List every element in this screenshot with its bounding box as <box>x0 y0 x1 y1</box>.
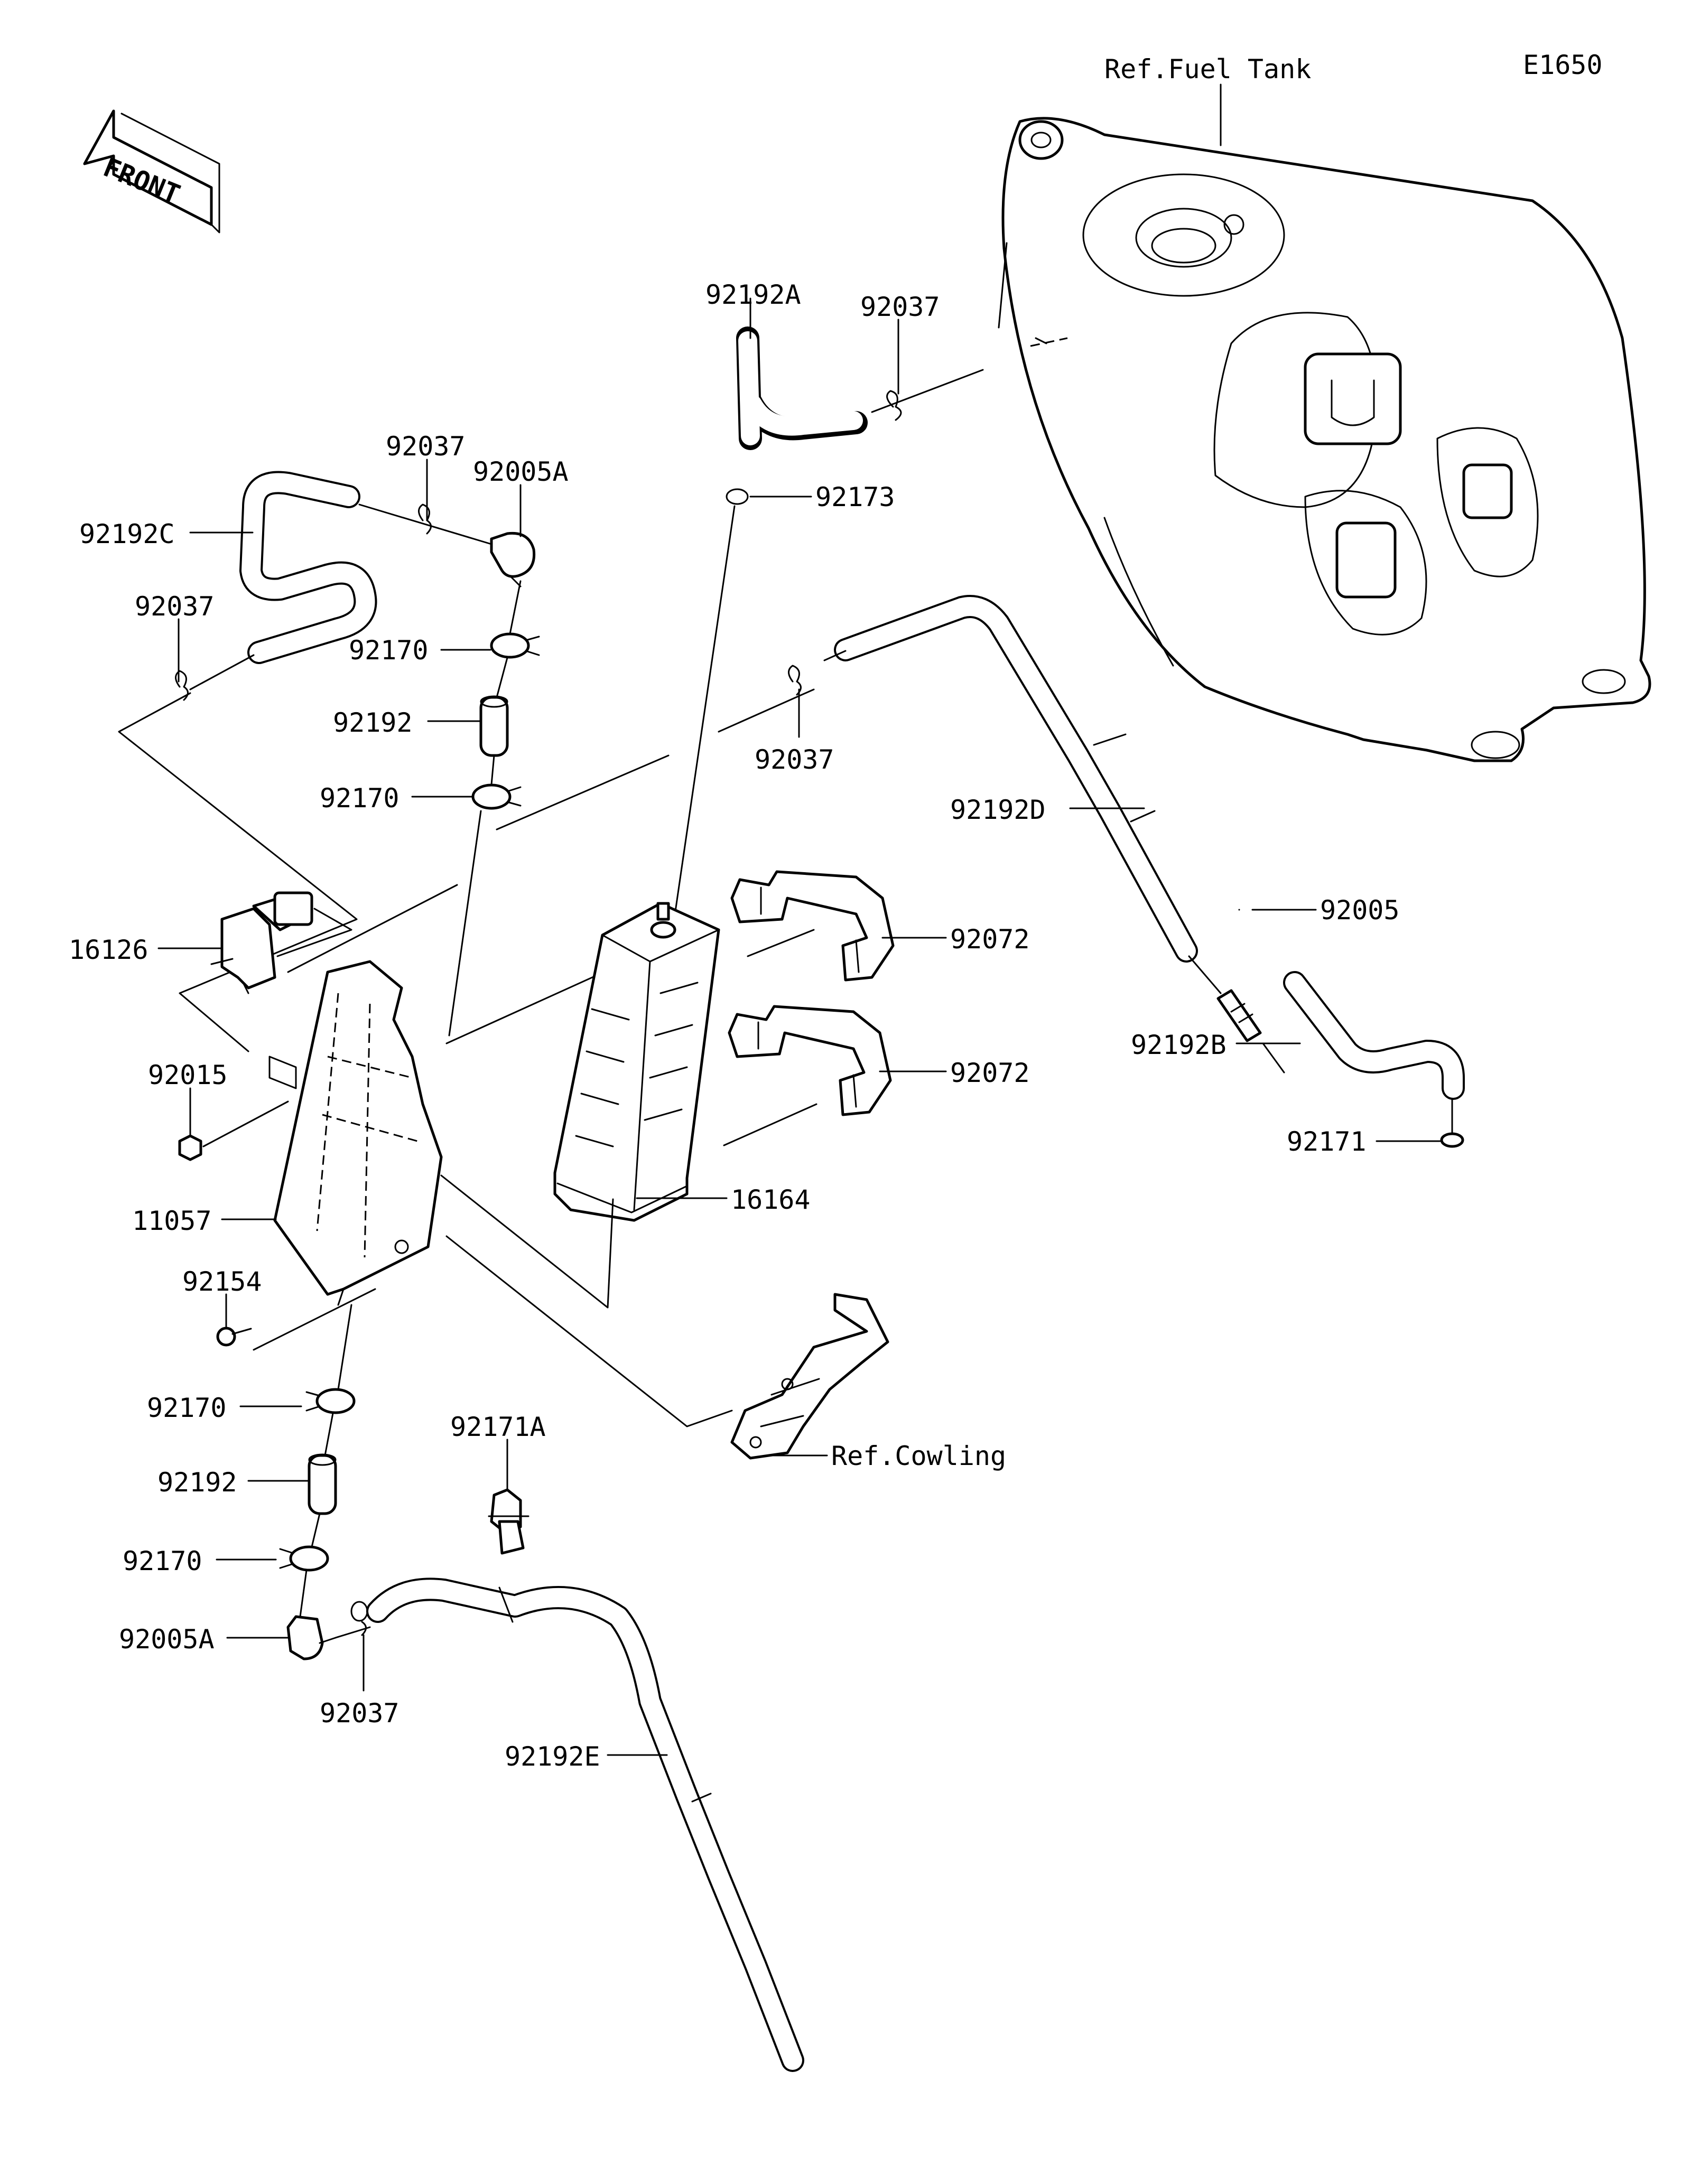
connect-line-92037-92005A <box>358 503 493 545</box>
clip-92037-left-icon <box>175 670 189 701</box>
bracket-92072-lower <box>728 1005 892 1116</box>
connect-line-valve-right <box>276 908 352 957</box>
guide-line-92037-mid <box>718 688 815 733</box>
valve-16126 <box>210 891 313 994</box>
clip-92171-icon <box>1440 1132 1464 1148</box>
clip-92037-upper-left-icon <box>418 503 432 535</box>
clip-92037-top-icon <box>886 390 902 421</box>
hose-92192D <box>834 595 1198 963</box>
connect-line-92170c-92192 <box>324 1412 334 1457</box>
callout-92015: 92015 <box>148 1060 228 1090</box>
guide-line-upper-c <box>445 966 617 1044</box>
connect-line-92015-bracket <box>202 1100 289 1147</box>
callout-92005: 92005 <box>1320 895 1400 926</box>
clamp-92170-c-icon <box>305 1388 356 1414</box>
callout-92005A-upper: 92005A <box>473 456 569 487</box>
callout-11057: 11057 <box>132 1206 212 1236</box>
clip-92037-mid-icon <box>788 665 802 696</box>
callout-92037-top: 92037 <box>860 292 940 322</box>
bracket-92072-upper <box>730 870 895 982</box>
cowling-bracket-outline <box>730 1293 889 1460</box>
front-arrow-icon: FRONT <box>83 109 220 234</box>
callout-92037-mid: 92037 <box>755 744 834 775</box>
nut-92015-icon <box>178 1134 202 1161</box>
connect-line-frame-left <box>118 692 358 1052</box>
connect-line-hose-clip-left <box>189 654 255 690</box>
callout-92171: 92171 <box>1287 1126 1367 1157</box>
callout-92192B: 92192B <box>1131 1030 1227 1060</box>
connect-line-92005A-92170 <box>509 580 522 635</box>
bracket-11057 <box>268 960 443 1306</box>
connect-line-92170-92192 <box>496 657 508 698</box>
fuel-tank-outline <box>998 117 1651 762</box>
callout-16164: 16164 <box>731 1184 811 1215</box>
callout-92170-b: 92170 <box>320 783 399 814</box>
guide-line-92072-a <box>747 929 815 957</box>
ref-fuel-tank-label: Ref.Fuel Tank <box>1104 54 1311 85</box>
callout-16126: 16126 <box>69 935 148 965</box>
connect-line-92005-92192B <box>1262 1042 1285 1074</box>
connect-line-92173-canister <box>674 505 736 912</box>
hose-92192A <box>736 326 868 450</box>
fitting-92005A-lower <box>286 1615 337 1660</box>
callout-92192D: 92192D <box>950 795 1046 825</box>
callout-92170-d: 92170 <box>123 1546 202 1576</box>
guide-line-92072-b <box>723 1103 817 1146</box>
callout-92171A: 92171A <box>450 1412 546 1442</box>
callout-92037-bottom: 92037 <box>320 1698 399 1729</box>
connect-line-92170d-92005A <box>299 1569 308 1618</box>
hose-92192-lower <box>308 1453 337 1515</box>
hose-92192E <box>366 1578 804 2072</box>
guide-line-upper-b <box>287 884 458 973</box>
callout-92072-b: 92072 <box>950 1058 1030 1088</box>
fitting-92005A-upper <box>490 531 536 587</box>
figure-code: E1650 <box>1523 50 1603 80</box>
guide-line-upper-a <box>496 754 670 830</box>
clamp-92170-d-icon <box>279 1545 329 1572</box>
callout-92170-a: 92170 <box>349 635 429 666</box>
callout-92192-lower: 92192 <box>157 1467 237 1498</box>
ref-cowling-label: Ref.Cowling <box>831 1441 1006 1471</box>
canister-16164 <box>553 902 720 1222</box>
connect-line-92037-92192D <box>823 650 847 661</box>
connect-line-bracket-92170c <box>337 1304 352 1390</box>
clamp-92170-a-icon <box>490 632 540 659</box>
tank-fitting-dashed <box>1030 337 1068 347</box>
callout-92192-upper: 92192 <box>333 707 413 738</box>
callout-92072-a: 92072 <box>950 924 1030 955</box>
connect-line-92192D-92005 <box>1188 955 1222 994</box>
connect-line-92192-92170b <box>490 754 495 786</box>
hose-92192B <box>1283 971 1465 1100</box>
callout-92173: 92173 <box>815 482 895 512</box>
connect-line-92192-92170d <box>311 1513 321 1548</box>
callout-92037-left: 92037 <box>135 591 215 622</box>
callout-92154: 92154 <box>182 1266 262 1297</box>
hose-92192-upper <box>479 695 509 757</box>
clip-92171A-icon <box>488 1488 529 1555</box>
connect-line-92154-bracket <box>253 1288 376 1351</box>
connect-line-cowling <box>445 1235 733 1427</box>
callout-92192A: 92192A <box>705 279 801 310</box>
callout-92005A-lower: 92005A <box>119 1624 215 1655</box>
connect-line-92005A-92037 <box>335 1626 371 1639</box>
callout-92192C: 92192C <box>79 519 175 549</box>
callout-92170-c: 92170 <box>147 1393 227 1423</box>
fitting-92005 <box>1216 989 1262 1042</box>
connect-line-92170b-down <box>448 810 482 1037</box>
hose-92192C <box>239 471 377 664</box>
callout-92192E: 92192E <box>505 1741 600 1772</box>
bolt-92154-icon <box>216 1327 252 1347</box>
clip-92173-icon <box>726 488 749 505</box>
connect-line-canister-bracket <box>440 1174 614 1309</box>
callout-92037-upper-left: 92037 <box>386 431 466 462</box>
